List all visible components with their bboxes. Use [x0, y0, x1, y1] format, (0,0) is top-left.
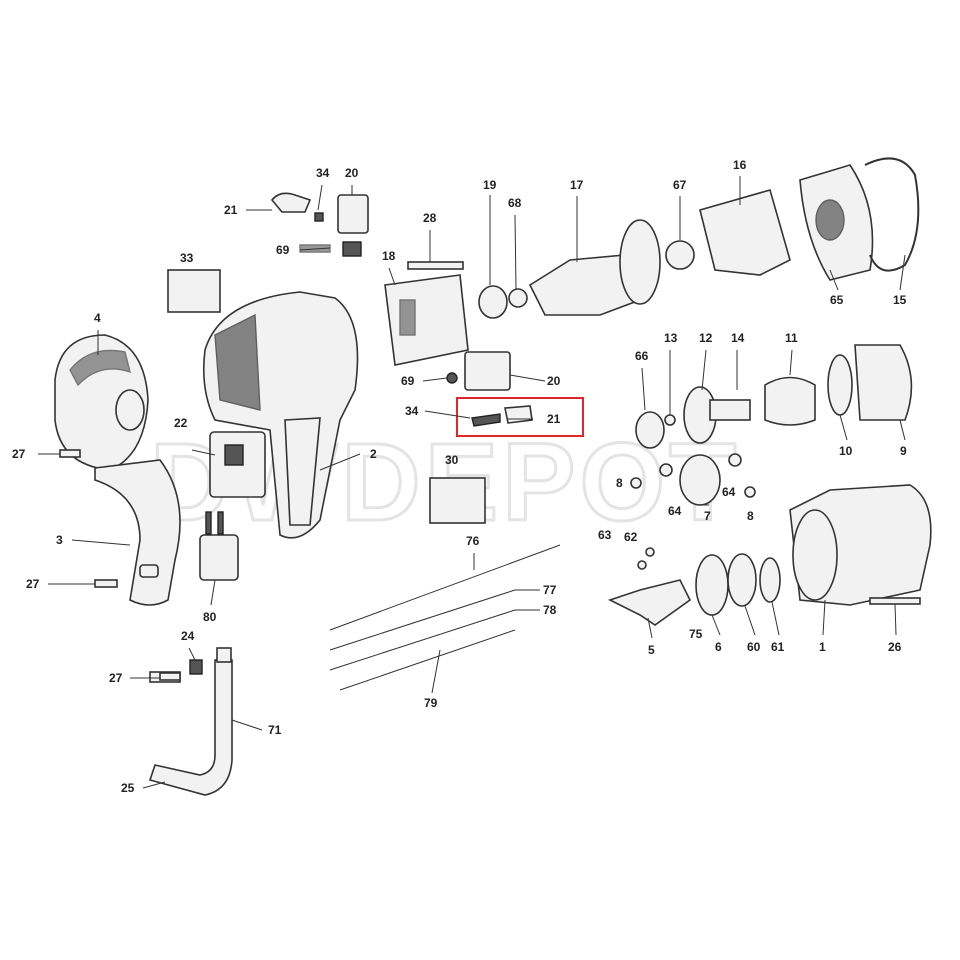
callout-label: 80	[203, 610, 217, 624]
callout-label: 6	[715, 640, 722, 654]
callout-label: 69	[276, 243, 290, 257]
callout-label: 14	[731, 331, 745, 345]
callout-label: 27	[109, 671, 123, 685]
callout-label: 21	[547, 412, 561, 426]
label-plate-part	[429, 477, 486, 524]
gasket-part	[864, 157, 920, 272]
callout-label: 22	[174, 416, 188, 430]
callout-label: 5	[648, 643, 655, 657]
callout-label: 10	[839, 444, 853, 458]
callout-label: 65	[830, 293, 844, 307]
anvil-part	[607, 547, 781, 626]
callout-label: 76	[466, 534, 480, 548]
callout-label: 68	[508, 196, 522, 210]
power-cord-part	[148, 647, 233, 796]
callout-label: 71	[268, 723, 282, 737]
callout-label: 28	[423, 211, 437, 225]
callout-label: 17	[570, 178, 584, 192]
callout-label: 64	[668, 504, 682, 518]
callout-label: 20	[345, 166, 359, 180]
callout-label: 26	[888, 640, 902, 654]
callout-label: 12	[699, 331, 713, 345]
callout-label: 8	[747, 509, 754, 523]
callout-label: 63	[598, 528, 612, 542]
callout-label: 1	[819, 640, 826, 654]
callout-label: 27	[12, 447, 26, 461]
callout-label: 2	[370, 447, 377, 461]
callout-label: 30	[445, 453, 459, 467]
callout-label: 64	[722, 485, 736, 499]
callout-label: 34	[316, 166, 330, 180]
callout-label: 62	[624, 530, 638, 544]
switch-part	[199, 431, 266, 581]
callout-label: 7	[704, 509, 711, 523]
callout-label: 21	[224, 203, 238, 217]
field-coil-part	[384, 274, 469, 366]
callout-label: 24	[181, 629, 195, 643]
callout-label: 34	[405, 404, 419, 418]
leader-lines	[38, 176, 906, 789]
callout-label: 15	[893, 293, 907, 307]
armature-part	[478, 219, 695, 319]
brush-holder-lower-part	[446, 351, 511, 391]
callout-label: 79	[424, 696, 438, 710]
screw-part	[869, 597, 921, 605]
callout-label: 25	[121, 781, 135, 795]
wire-leads-part	[329, 544, 561, 691]
brush-holder-part	[270, 192, 369, 257]
rear-cap-part	[54, 334, 149, 471]
pin-part	[407, 261, 464, 270]
callout-label: 18	[382, 249, 396, 263]
front-housing-part	[789, 484, 932, 606]
callout-label: 8	[616, 476, 623, 490]
callout-label: 66	[635, 349, 649, 363]
callout-label: 16	[733, 158, 747, 172]
callout-label: 61	[771, 640, 785, 654]
gear-case-part	[799, 164, 874, 281]
callout-label: 77	[543, 583, 557, 597]
callout-label: 20	[547, 374, 561, 388]
motor-housing-part	[202, 291, 359, 539]
callout-label: 69	[401, 374, 415, 388]
callout-label: 19	[483, 178, 497, 192]
callout-label: 3	[56, 533, 63, 547]
highlight-box	[456, 397, 584, 437]
callout-label: 60	[747, 640, 761, 654]
callout-label: 13	[664, 331, 678, 345]
callout-label: 67	[673, 178, 687, 192]
label-plate-part	[167, 269, 221, 313]
callout-label: 33	[180, 251, 194, 265]
baffle-part	[699, 189, 791, 276]
callout-label: 27	[26, 577, 40, 591]
callout-label: 78	[543, 603, 557, 617]
callout-label: 4	[94, 311, 101, 325]
callout-label: 9	[900, 444, 907, 458]
callout-label: 11	[785, 331, 798, 345]
callout-label: 75	[689, 627, 703, 641]
handle-part	[94, 459, 181, 606]
